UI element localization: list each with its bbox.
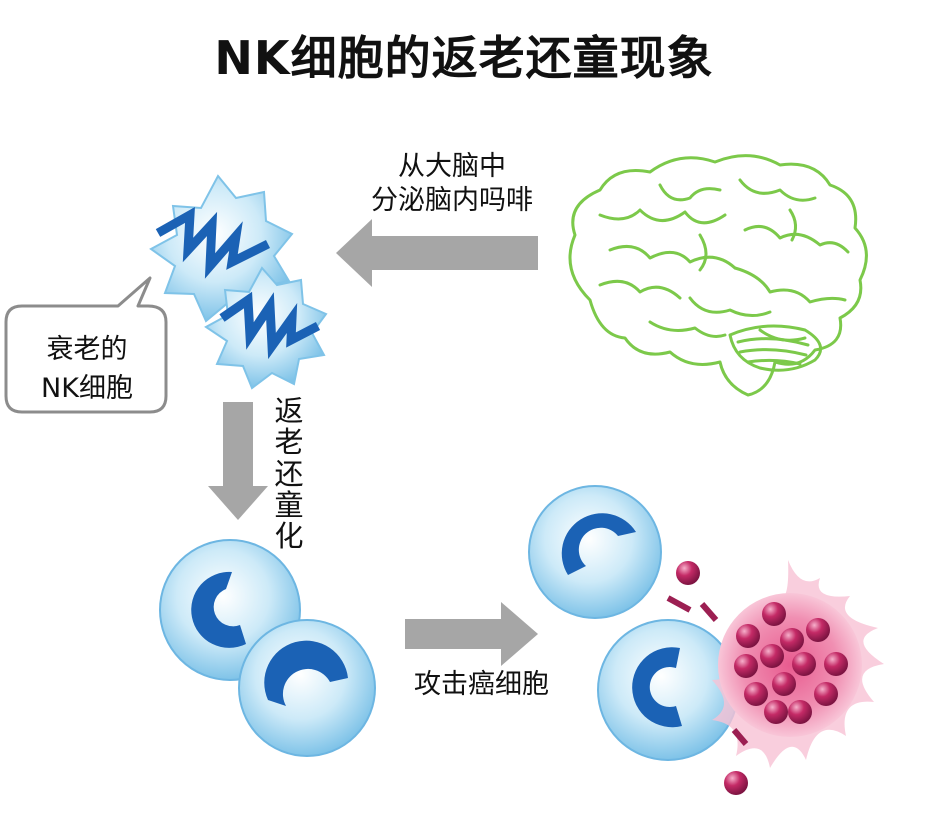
label-from-brain-line1: 从大脑中 [398, 151, 506, 182]
bubble-line1: 衰老的 [46, 334, 128, 365]
speech-bubble-text: 衰老的 NK细胞 [22, 330, 152, 408]
cytotoxic-particles [666, 561, 749, 795]
arrow-rejuvenation [208, 402, 268, 520]
diagram-title: NK细胞的返老还童现象 [214, 31, 714, 85]
arrow-from-brain [336, 219, 538, 287]
label-attack-cancer: 攻击癌细胞 [414, 669, 549, 700]
attacking-nk-cells-icon [528, 485, 739, 761]
label-rejuvenation: 返老还童化 [274, 394, 304, 554]
young-nk-cell-pair-icon [159, 539, 376, 757]
brain-outline-icon [568, 154, 868, 397]
aged-nk-cell-icon [149, 174, 328, 390]
cancer-cell-icon [712, 560, 884, 768]
speech-bubble [4, 276, 168, 414]
arrow-attack [405, 602, 538, 666]
cancer-nuclei [734, 602, 848, 724]
label-from-brain: 从大脑中 分泌脑内吗啡 [352, 150, 552, 218]
label-from-brain-line2: 分泌脑内吗啡 [371, 184, 533, 216]
bubble-line2: NK细胞 [41, 373, 133, 405]
